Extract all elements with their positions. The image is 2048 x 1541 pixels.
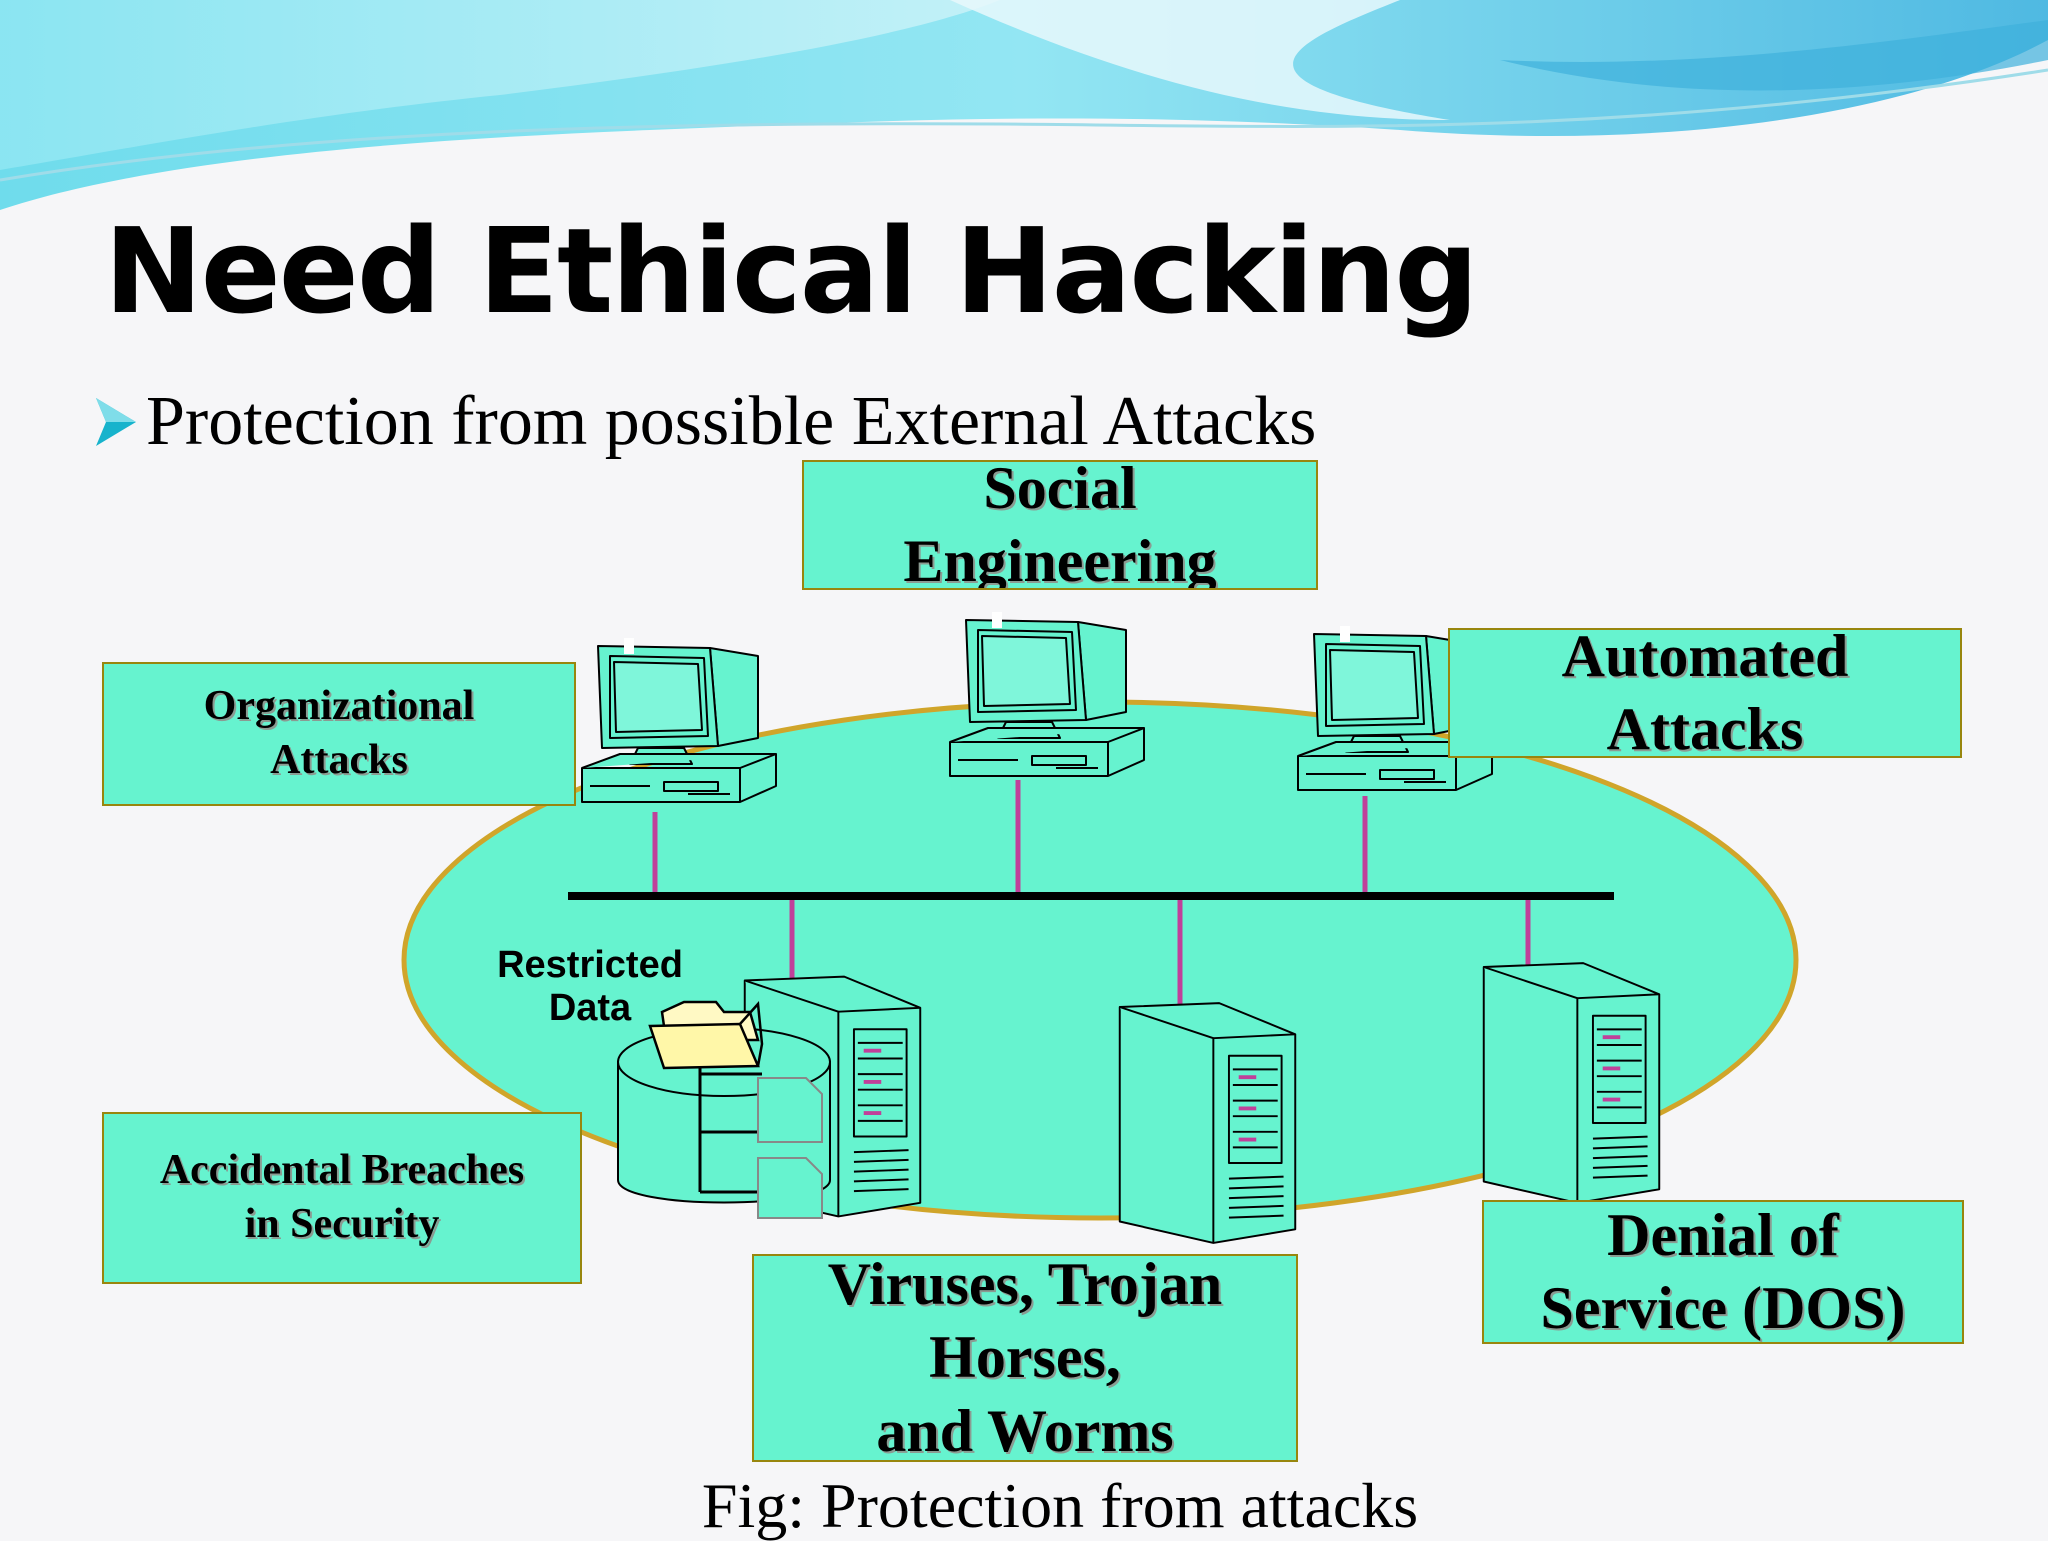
bullet-text: Protection from possible External Attack… [146,383,1317,460]
social-engineering-line2: Engineering [903,528,1217,590]
organizational-attacks-line2: Attacks [270,737,408,783]
figure-caption: Fig: Protection from attacks [701,1470,1419,1541]
server-connectors [789,896,1531,1008]
organizational-workstation-icon [581,637,777,803]
central-server-icon [1117,1001,1298,1245]
arrow-bullet-icon [96,398,136,446]
social-engineering-box: Social Engineering [802,460,1318,590]
automated-attacks-line2: Attacks [1606,696,1804,758]
denial-of-service-box: Denial of Service (DOS) [1482,1200,1964,1344]
accidental-breaches-line1: Accidental Breaches [159,1147,525,1194]
document-tree-icon [698,1062,762,1194]
folder-icon [648,1000,764,1070]
dos-server-icon [1481,961,1662,1205]
restricted-data-line1: Restricted [497,944,683,986]
social-engineering-line1: Social [983,460,1137,521]
restricted-data-line2: Data [548,986,632,1029]
document-icon [757,1077,823,1219]
viruses-trojans-worms-box: Viruses, Trojan Horses, and Worms [752,1254,1298,1462]
automated-attacks-box: Automated Attacks [1448,628,1962,758]
workstation-connectors [652,780,1368,896]
slide-title: Need Ethical Hacking [104,202,1479,340]
organizational-attacks-line1: Organizational [203,683,475,730]
denial-of-service-line2: Service (DOS) [1540,1275,1906,1341]
viruses-line2: Horses, [929,1324,1121,1391]
bullet-point: Protection from possible External Attack… [92,378,1316,466]
organizational-attacks-box: Organizational Attacks [102,662,576,806]
accidental-breaches-line2: in Security [244,1201,440,1247]
denial-of-service-line1: Denial of [1607,1201,1839,1268]
restricted-data-label: Restricted Data [490,944,690,1029]
header-wave-decoration [0,0,2048,210]
accidental-breaches-box: Accidental Breaches in Security [102,1112,582,1284]
social-workstation-icon [949,611,1145,777]
viruses-line1: Viruses, Trojan [827,1254,1223,1318]
viruses-line3: and Worms [876,1397,1174,1462]
automated-attacks-line1: Automated [1561,628,1849,689]
